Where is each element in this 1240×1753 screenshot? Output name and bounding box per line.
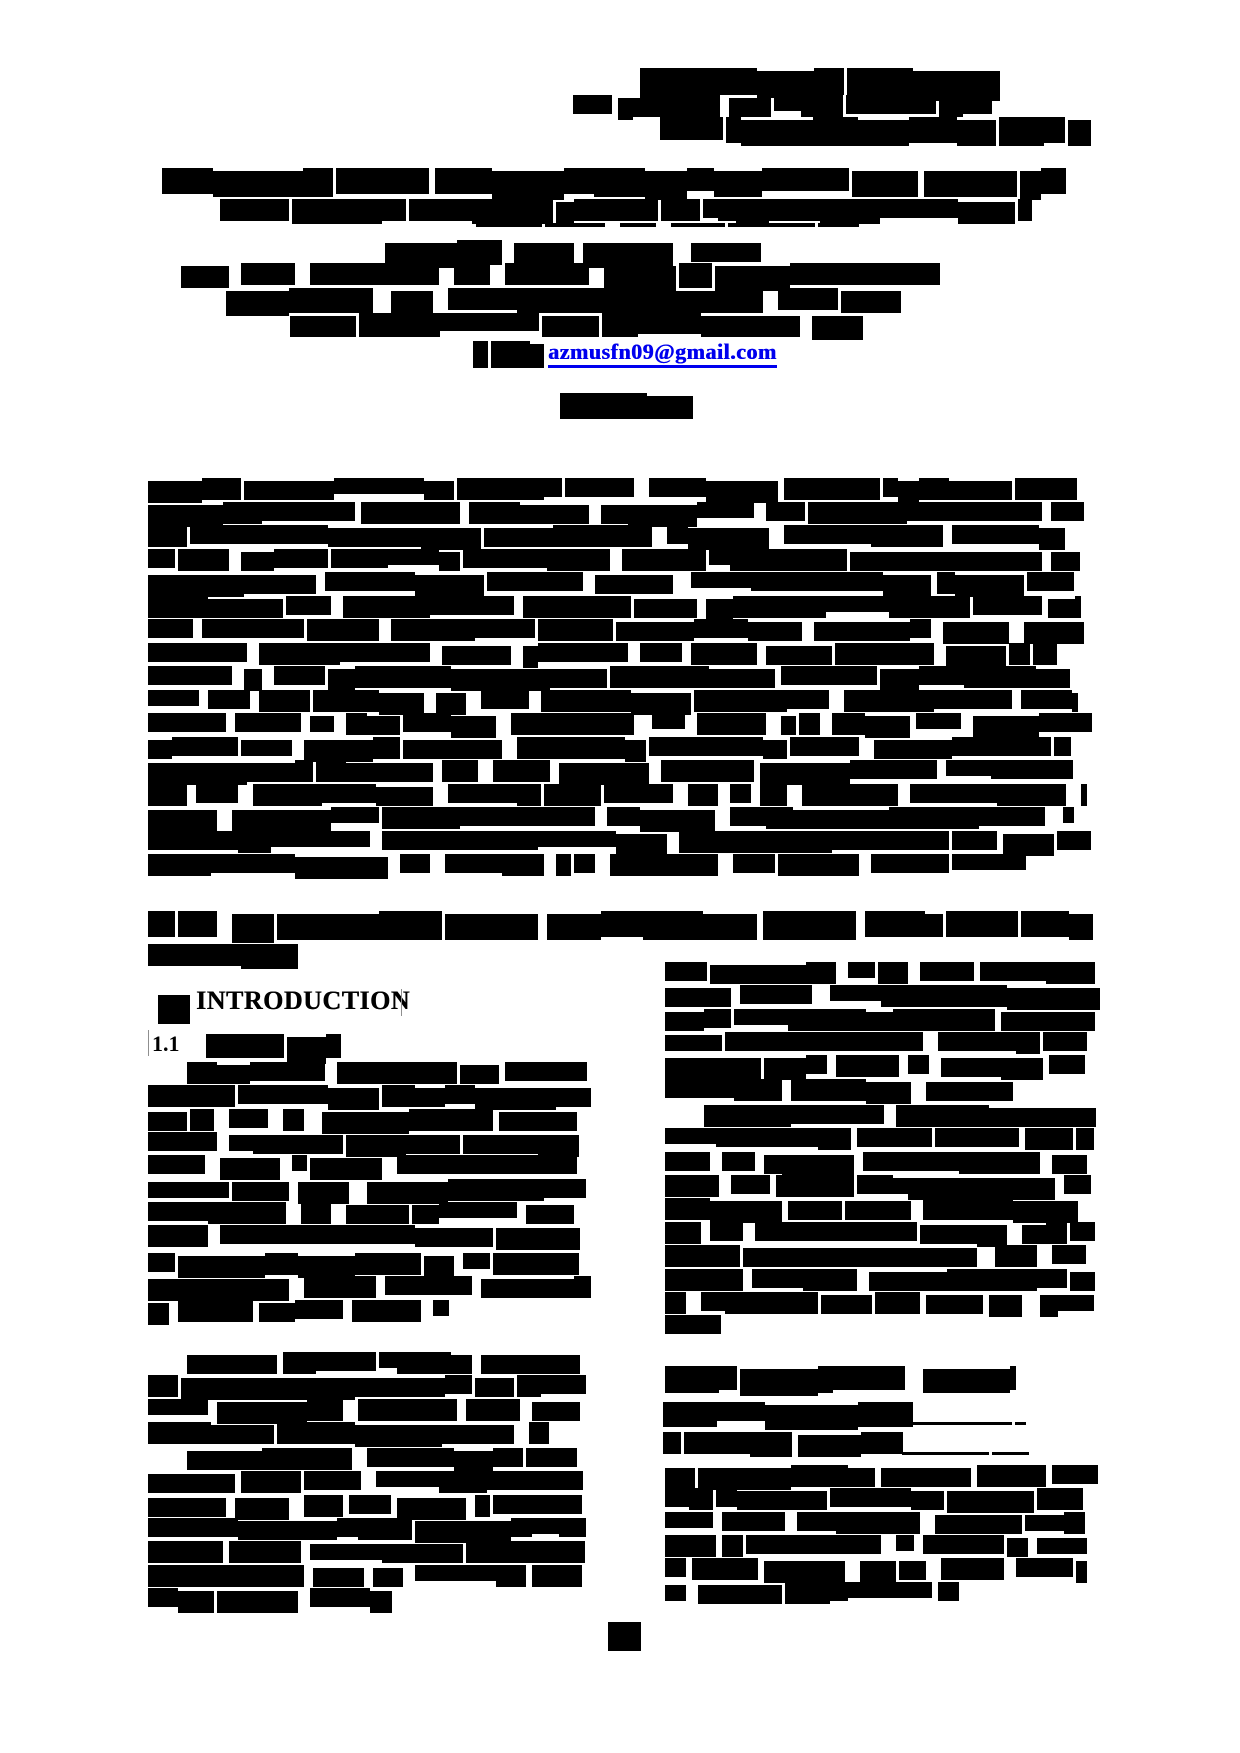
redacted-email-label [473, 341, 551, 373]
redacted-right-subheading [665, 1366, 1023, 1398]
redacted-affiliation-line-2 [226, 288, 926, 318]
redacted-right-paragraph-1 [665, 962, 1106, 1106]
redacted-header-line-2 [573, 95, 999, 122]
subsection-number: 1.1 [152, 1031, 180, 1056]
redacted-keywords-line-1 [148, 911, 1098, 945]
redacted-right-paragraph-4 [665, 1465, 1106, 1609]
redacted-section-number [158, 992, 196, 1026]
redacted-left-paragraph-1 [148, 1062, 599, 1252]
scan-artifact-line [401, 989, 402, 1016]
redacted-abstract-body [148, 478, 1098, 881]
redacted-right-paragraph-3 [665, 1222, 1106, 1342]
redacted-left-paragraph-3 [148, 1352, 599, 1449]
redacted-title-line-1 [162, 168, 1073, 202]
redacted-title-underline-fragment [476, 223, 866, 235]
redacted-underlined-item-1 [663, 1402, 919, 1432]
redacted-page-number [608, 1622, 647, 1656]
redacted-header-line-3 [660, 117, 1096, 151]
underline-tail-1 [910, 1422, 1031, 1433]
underline-tail-2 [902, 1452, 1034, 1463]
redacted-left-paragraph-4 [148, 1448, 599, 1615]
scan-artifact-line [148, 1030, 149, 1056]
redacted-affiliation-line-3 [290, 313, 868, 342]
introduction-heading: INTRODUCTION [196, 986, 411, 1015]
redacted-right-paragraph-2 [665, 1105, 1106, 1225]
redacted-header-line-1 [640, 68, 1006, 103]
redacted-underlined-item-2 [663, 1432, 911, 1462]
redacted-keywords-line-2 [148, 944, 304, 974]
redacted-subsection-title [206, 1034, 348, 1066]
redacted-affiliation-line-1 [181, 263, 945, 293]
redacted-left-paragraph-2 [148, 1253, 599, 1327]
redacted-abstract-heading [560, 393, 699, 424]
author-email-link[interactable]: azmusfn09@gmail.com [548, 339, 777, 368]
redacted-title-line-2 [220, 199, 1038, 229]
